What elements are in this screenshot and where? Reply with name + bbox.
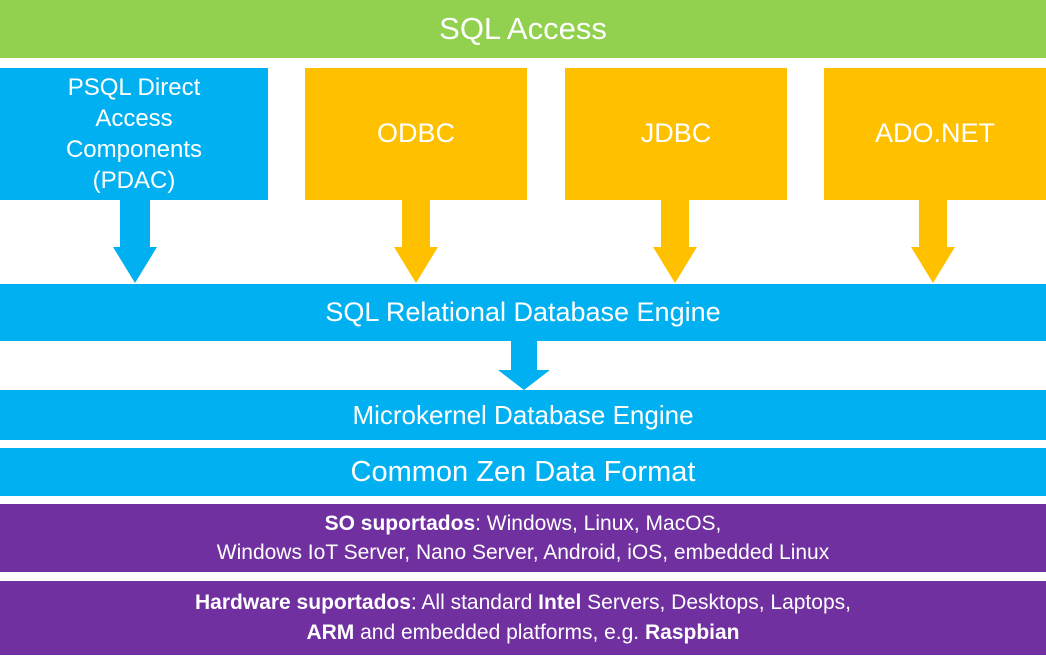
- os-line-1: SO suportados: Windows, Linux, MacOS,: [325, 509, 722, 538]
- pdac-line-2: Access: [95, 105, 173, 132]
- microkernel-engine-label: Microkernel Database Engine: [352, 399, 694, 430]
- os-list-1: : Windows, Linux, MacOS,: [475, 512, 722, 535]
- intel-label: Intel: [538, 591, 582, 614]
- hardware-support-bar: Hardware suportados: All standard Intel …: [0, 581, 1046, 655]
- data-format-bar: Common Zen Data Format: [0, 448, 1046, 496]
- raspbian-label: Raspbian: [644, 621, 740, 644]
- jdbc-label: JDBC: [640, 118, 712, 148]
- hardware-seg-1: : All standard: [410, 591, 539, 614]
- odbc-box: ODBC: [305, 68, 527, 200]
- sql-relational-engine-label: SQL Relational Database Engine: [325, 297, 721, 327]
- hardware-seg-3: and embedded platforms, e.g.: [354, 621, 645, 644]
- hardware-label: Hardware suportados: [195, 591, 411, 614]
- pdac-line-4: (PDAC): [92, 167, 176, 194]
- arm-label: ARM: [306, 621, 355, 644]
- odbc-label: ODBC: [376, 118, 455, 148]
- pdac-line-1: PSQL Direct: [67, 74, 201, 101]
- sql-access-label: SQL Access: [439, 11, 607, 46]
- os-line-2: Windows IoT Server, Nano Server, Android…: [216, 541, 830, 564]
- adonet-label: ADO.NET: [874, 118, 995, 148]
- hardware-line-2: ARM and embedded platforms, e.g. Raspbia…: [306, 618, 739, 648]
- os-support-bar: SO suportados: Windows, Linux, MacOS, Wi…: [0, 504, 1046, 572]
- adonet-box: ADO.NET: [824, 68, 1046, 200]
- pdac-box: PSQL Direct Access Components (PDAC): [0, 68, 268, 200]
- microkernel-engine-bar: Microkernel Database Engine: [0, 390, 1046, 440]
- pdac-line-3: Components: [65, 136, 203, 163]
- sql-relational-engine-bar: SQL Relational Database Engine: [0, 284, 1046, 341]
- hardware-line-1: Hardware suportados: All standard Intel …: [195, 588, 851, 618]
- os-label: SO suportados: [324, 512, 476, 535]
- jdbc-box: JDBC: [565, 68, 787, 200]
- hardware-seg-2: Servers, Desktops, Laptops,: [581, 591, 851, 614]
- sql-access-bar: SQL Access: [0, 0, 1046, 58]
- data-format-label: Common Zen Data Format: [350, 455, 696, 488]
